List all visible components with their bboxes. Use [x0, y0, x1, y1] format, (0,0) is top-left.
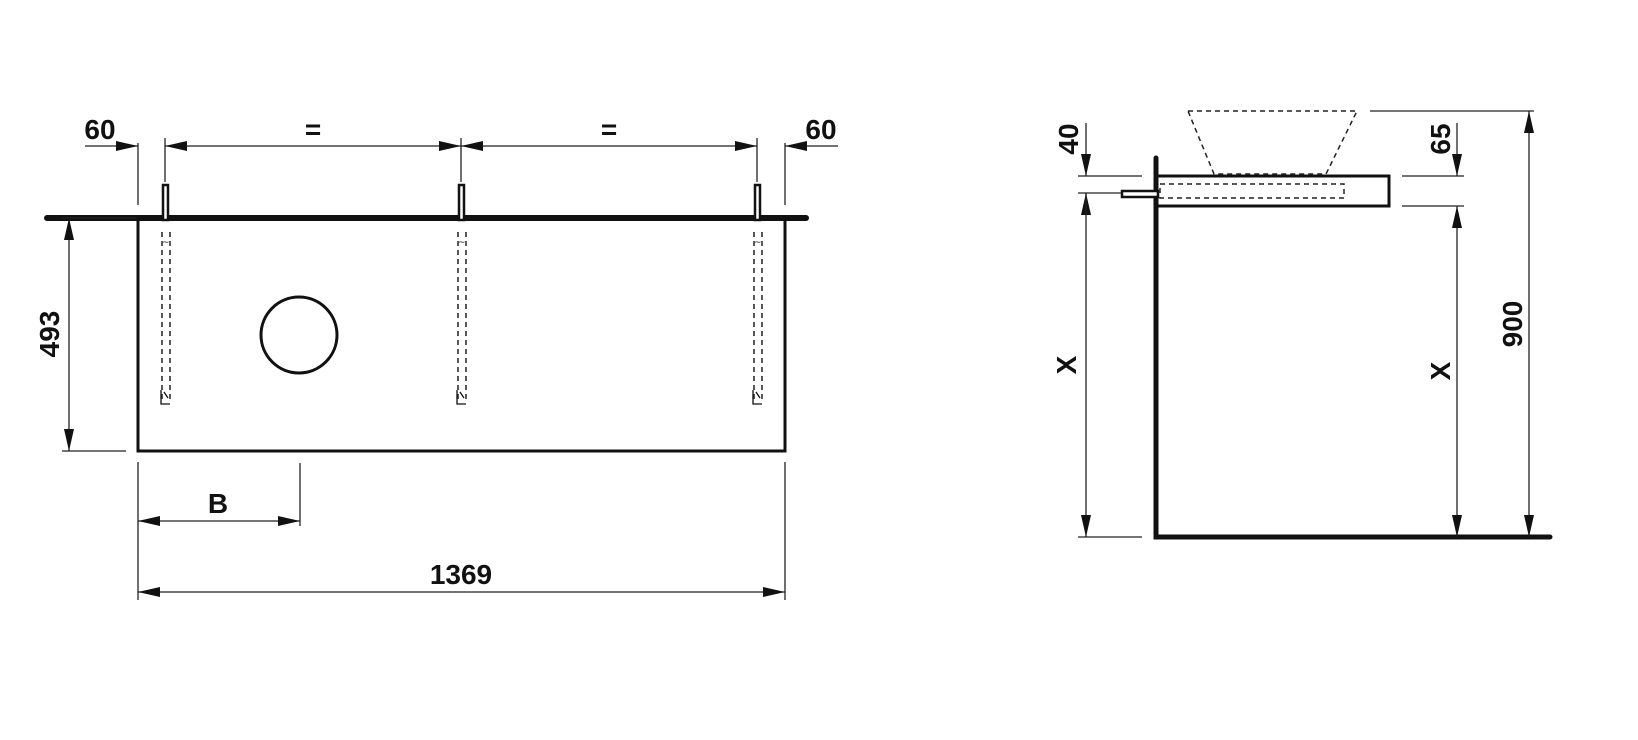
- dim-left-offset: 60: [84, 114, 115, 145]
- wall-and-floor: [1153, 155, 1553, 540]
- mounting-rod-2: ~: [456, 183, 467, 405]
- dim-900: 900: [1497, 301, 1528, 348]
- svg-text:~: ~: [162, 238, 170, 248]
- dim-equal-2: =: [601, 114, 617, 145]
- dim-height: 493: [34, 311, 65, 358]
- dim-x-left-lines: [1078, 193, 1142, 538]
- dim-equal-1: =: [305, 114, 321, 145]
- svg-text:~: ~: [458, 238, 466, 248]
- dim-40-lines: [1078, 123, 1142, 215]
- height-dimension: [62, 217, 136, 452]
- dim-x-left: X: [1051, 355, 1082, 374]
- side-view: 40 X 65 X 900: [1051, 110, 1553, 540]
- hidden-rod-channel: [1159, 183, 1345, 199]
- dim-65: 65: [1425, 123, 1456, 154]
- dim-right-offset: 60: [805, 114, 836, 145]
- rod-stub: [1120, 189, 1160, 199]
- dim-65-lines: [1402, 123, 1464, 537]
- svg-text:~: ~: [754, 238, 762, 248]
- front-view: ~ ~ ~: [34, 114, 838, 600]
- mounting-rod-3: ~: [752, 183, 763, 405]
- dim-x-right: X: [1425, 361, 1456, 380]
- dim-40: 40: [1053, 123, 1084, 154]
- cabinet-outline: [136, 218, 787, 453]
- top-dimension-chain: [85, 138, 838, 205]
- mounting-rod-1: ~: [160, 183, 171, 405]
- dim-width: 1369: [430, 559, 492, 590]
- vessel-basin-outline: [1186, 110, 1359, 175]
- countertop-profile: [1155, 174, 1391, 208]
- width-dimension: [138, 462, 786, 600]
- b-dimension: [137, 462, 301, 600]
- dim-b: B: [208, 488, 228, 519]
- dim-900-lines: [1370, 110, 1534, 537]
- sink-drain-circle: [259, 295, 339, 375]
